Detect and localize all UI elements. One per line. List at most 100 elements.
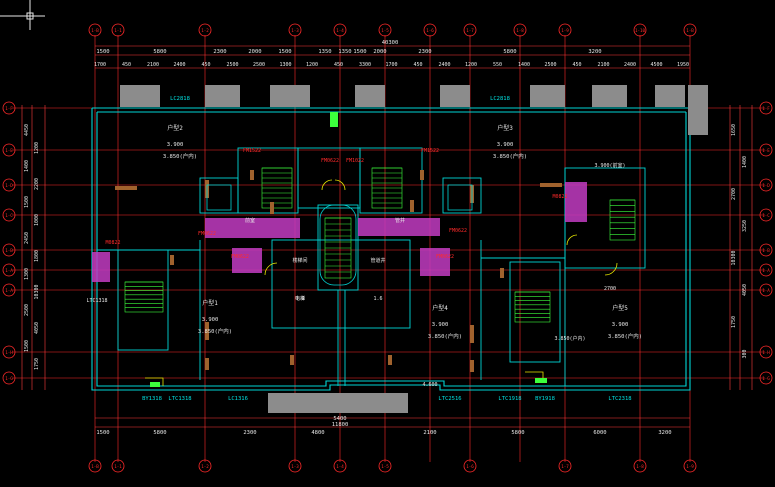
interior-walls [97,147,646,386]
window-label-top: LC2818 [490,96,510,102]
axis-bubble-left-label: 1-B [5,248,13,253]
axis-bubble-left-label: 1-F [5,106,13,111]
axis-bubble-top [288,23,302,37]
column [170,255,174,265]
axis-bubble-bottom [288,459,302,473]
dim-top-2: 450 [334,62,343,68]
dim-left: 1400 [24,160,30,172]
axis-bubble-top-label: 1-6 [426,28,434,33]
axis-bubble-top [198,23,212,37]
axis-bubble-left-label: 1-E [5,148,13,153]
room-name: 户型2 [167,124,183,132]
dim-bottom: 4800 [311,430,324,436]
misc-label: 前室 [245,217,255,224]
dim-top-2: 2100 [597,62,609,68]
room-name: 户型1 [202,299,218,307]
axis-bubble-right-label: 1-E [762,148,770,153]
column [470,325,474,343]
misc-label: 1.6 [295,296,304,302]
dim-top-1: 2000 [248,49,261,55]
room-level: 3.850(户内) [428,332,462,340]
room-level: 3.850(户内) [198,327,232,335]
misc-label: 4.600 [422,382,437,388]
room-area: 3.900 [612,322,629,328]
dim-bottom: 6000 [593,430,606,436]
window-label-bottom: LTC1318 [168,396,191,402]
misc-label: 管道井 [370,257,385,264]
misc-label: 2700 [604,286,616,292]
windows-top [120,85,685,107]
axis-bubble-top-label: 1-1 [114,28,122,33]
axis-bubble-left [2,143,16,157]
room-level: 3.850(户内) [163,152,197,160]
column [540,183,562,187]
axis-bubble-right-label: 1-F [762,106,770,111]
dim-top-2: 550 [493,62,502,68]
door-label: FM0622 [321,158,339,164]
axis-bubble-top [111,23,125,37]
dim-top-2: 1200 [465,62,477,68]
doors [145,179,618,386]
horizontal-axis-lines [12,107,765,379]
axis-bubble-right-label: 1-C [762,213,770,218]
column [115,186,137,190]
axis-bubble-top-label: 1-5 [381,28,389,33]
dim-right: 1400 [742,156,748,168]
room-name: 户型5 [612,304,628,312]
column [250,170,254,180]
window-markers-green [150,112,547,387]
room-name: 户型3 [497,124,513,132]
dim-top-1: 1350 [318,49,331,55]
dim-top-1: 3200 [588,49,601,55]
axis-bubble-left [2,178,16,192]
misc-label: LTC1318 [86,298,107,304]
dim-top-2: 1400 [518,62,530,68]
dim-top-2: 2400 [173,62,185,68]
axis-bubble-left [2,283,16,297]
balcony-right [688,85,708,135]
window-block [592,85,627,107]
dim-top-1: 2300 [213,49,226,55]
misc-label: 管井 [395,217,405,224]
room-area: 3.900 [497,142,514,148]
window-block [120,85,160,107]
axis-bubble-left-label: 1-C [5,213,13,218]
misc-label: 3.900(前室) [594,162,625,169]
axis-bubble-top-label: 1-4 [336,28,344,33]
axis-bubble-left-label: 1-A [5,288,13,293]
axis-bubble-right [759,143,773,157]
structural-columns [115,170,562,372]
dim-left: 1500 [24,196,30,208]
dim-top-2: 1700 [385,62,397,68]
axis-bubble-left [2,371,16,385]
column [205,322,209,340]
dim-top-2: 2100 [147,62,159,68]
window-block [205,85,240,107]
axis-bubble-right [759,263,773,277]
axis-bubble-bottom [558,459,572,473]
window-block [655,85,685,107]
window-label-bottom: LTC2318 [608,396,631,402]
dim-top-1: 5800 [153,49,166,55]
room-name: 户型4 [432,304,448,312]
dim-left: 4450 [24,124,30,136]
dim-left: 4050 [34,322,40,334]
axis-bubble-bottom [463,459,477,473]
dim-left: 1000 [34,214,40,226]
column [410,200,414,212]
dim-top-2: 4500 [650,62,662,68]
axis-bubble-top-label: 1-8 [516,28,524,33]
dim-top-2: 3300 [359,62,371,68]
axis-bubble-top [378,23,392,37]
column [420,170,424,180]
dim-top-1: 1500 [353,49,366,55]
dim-top-2: 450 [413,62,422,68]
axis-bubble-bottom-label: 1-7 [561,464,569,469]
axis-bubble-bottom [111,459,125,473]
window-label-bottom: LC1316 [228,396,248,402]
dim-right: 1750 [731,316,737,328]
balcony-bottom [268,393,408,413]
